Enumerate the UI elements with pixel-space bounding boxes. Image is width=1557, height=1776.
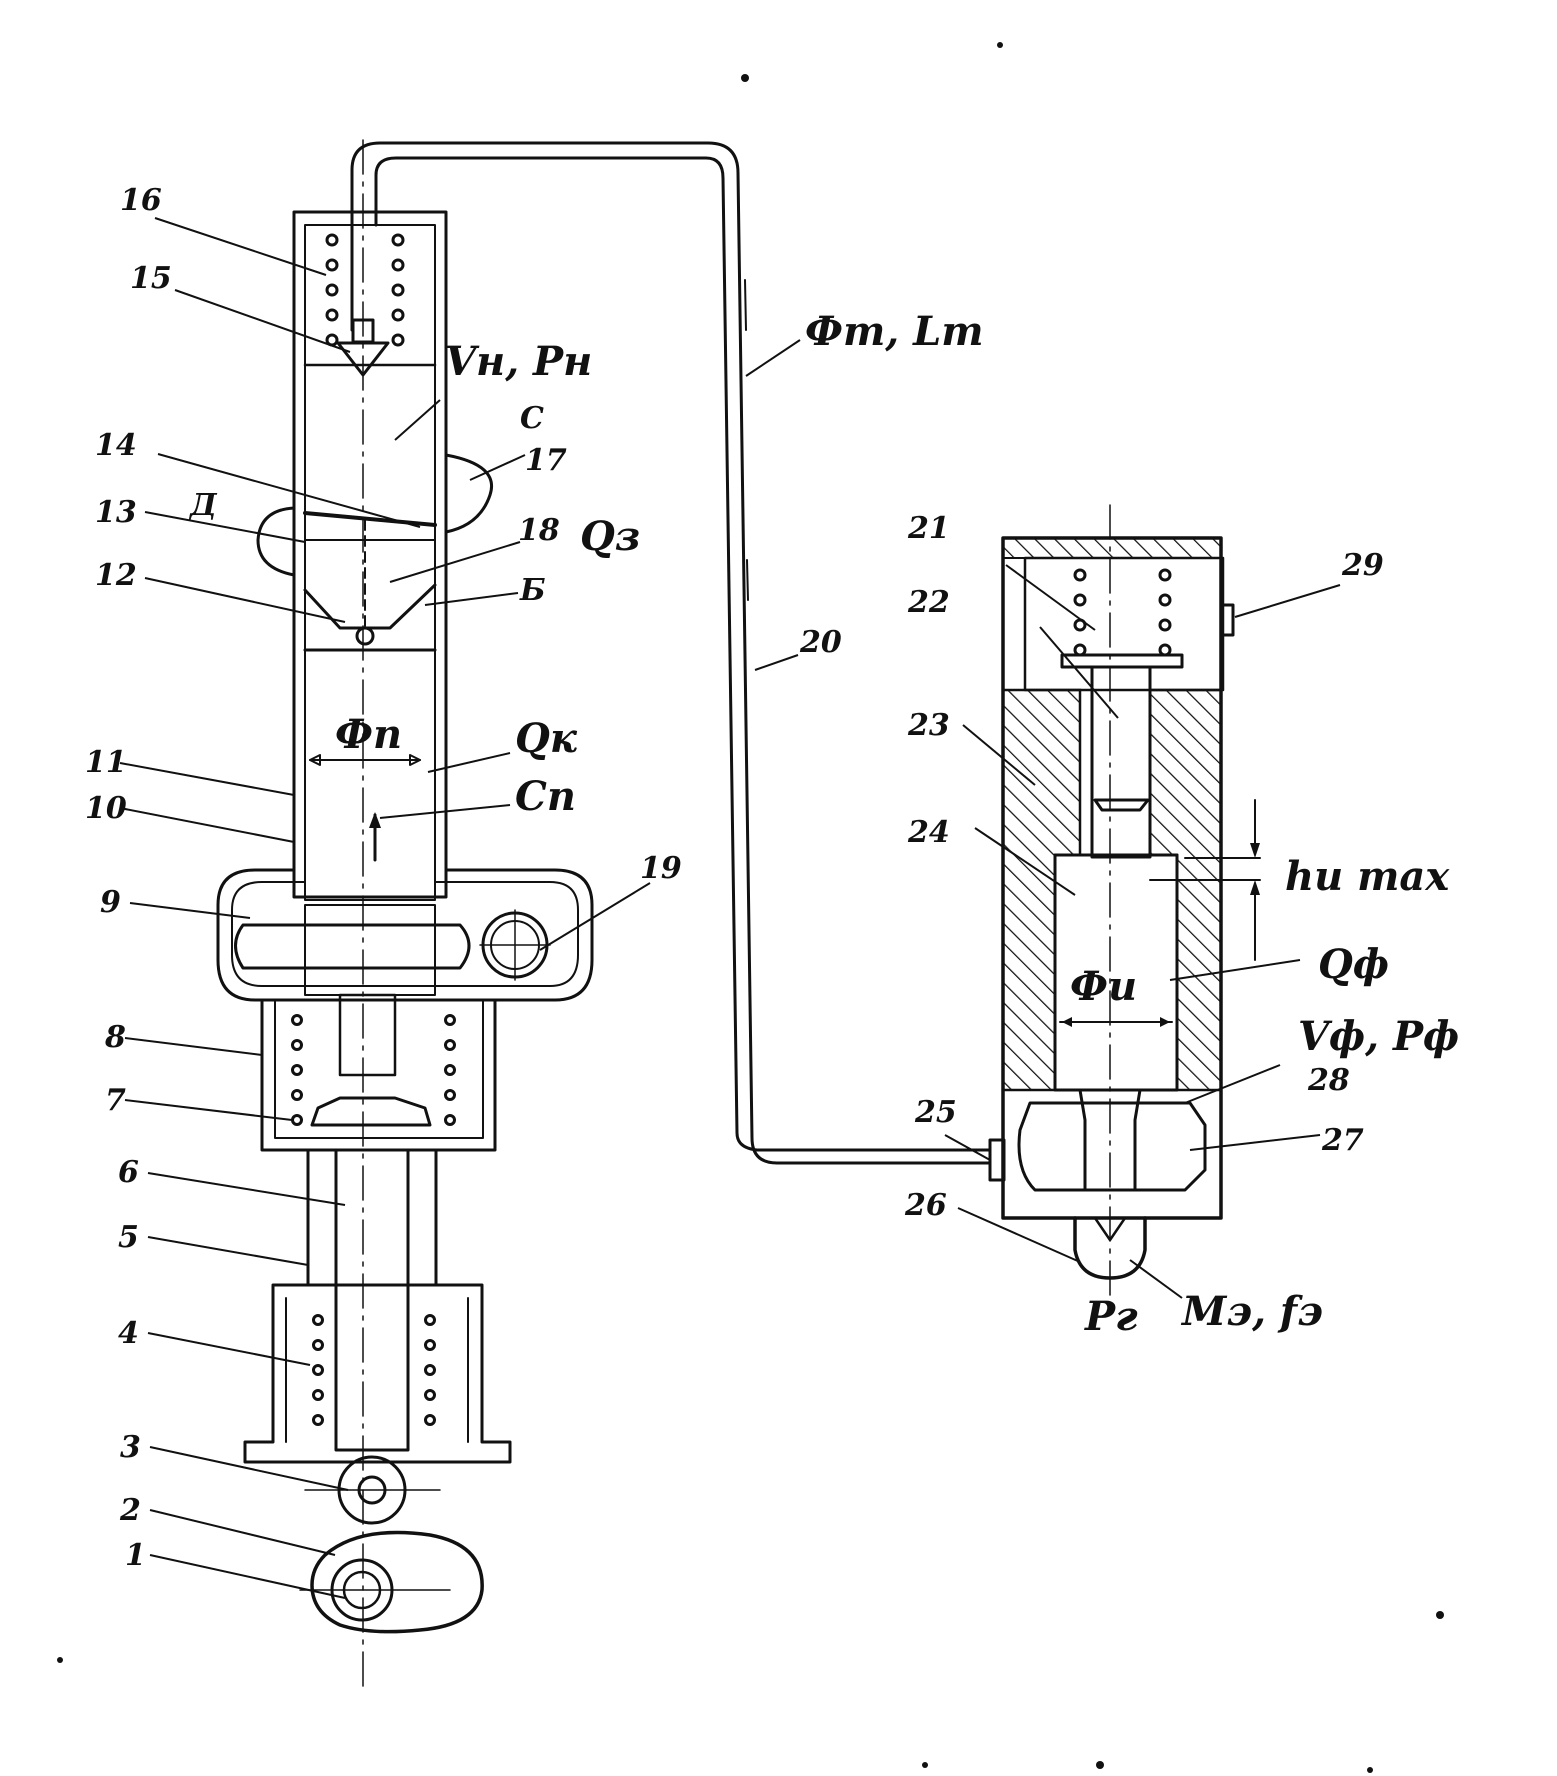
label-c-p: Сп bbox=[515, 773, 576, 820]
tappet-rod bbox=[334, 1148, 410, 1452]
label-20: 20 bbox=[799, 625, 842, 660]
label-8: 8 bbox=[104, 1020, 126, 1055]
label-vf-pf: Vф, Рф bbox=[1298, 1013, 1459, 1060]
label-h-u-max: hи max bbox=[1285, 853, 1450, 900]
injector-spring-chamber bbox=[1023, 556, 1225, 692]
leader-lines bbox=[119, 217, 1341, 1599]
injector-assembly bbox=[988, 504, 1261, 1301]
scan-specks bbox=[57, 42, 1444, 1773]
upper-cylinder-inner bbox=[304, 224, 436, 898]
label-15: 15 bbox=[130, 261, 172, 296]
label-9: 9 bbox=[100, 885, 121, 920]
label-p-g: Рг bbox=[1084, 1293, 1138, 1340]
label-b: Б bbox=[519, 573, 546, 608]
plunger-spring bbox=[291, 1014, 456, 1126]
control-rack bbox=[234, 923, 471, 970]
label-18: 18 bbox=[518, 513, 560, 548]
label-5: 5 bbox=[118, 1220, 139, 1255]
label-21: 21 bbox=[907, 511, 950, 546]
label-6: 6 bbox=[118, 1155, 139, 1190]
delivery-valve bbox=[303, 318, 437, 377]
label-14: 14 bbox=[95, 428, 137, 463]
label-19: 19 bbox=[640, 851, 682, 886]
tappet-spring bbox=[312, 1314, 436, 1426]
label-q-k: Qк bbox=[515, 715, 578, 762]
spring-plate bbox=[310, 1096, 432, 1127]
regulating-edge bbox=[303, 511, 437, 527]
label-mu-f: Мэ, fэ bbox=[1180, 1288, 1323, 1335]
injector-rod bbox=[1090, 665, 1152, 859]
high-pressure-pipe-inner bbox=[374, 156, 992, 1152]
tappet-guide bbox=[306, 1148, 438, 1287]
label-28: 28 bbox=[1307, 1063, 1350, 1098]
label-25: 25 bbox=[914, 1095, 957, 1130]
label-4: 4 bbox=[118, 1316, 139, 1351]
top-spring bbox=[325, 233, 405, 347]
label-23: 23 bbox=[907, 708, 950, 743]
plunger-body bbox=[304, 649, 436, 901]
label-3: 3 bbox=[120, 1430, 141, 1465]
tappet-housing bbox=[243, 1283, 512, 1464]
label-10: 10 bbox=[85, 791, 127, 826]
plunger-helix bbox=[303, 583, 437, 630]
label-fi-t-l-t: Фт, Lт bbox=[805, 308, 984, 355]
label-22: 22 bbox=[907, 585, 950, 620]
label-17: 17 bbox=[525, 443, 567, 478]
label-13: 13 bbox=[95, 495, 137, 530]
label-1: 1 bbox=[125, 1538, 146, 1573]
injector-needle bbox=[1053, 853, 1179, 1092]
label-16: 16 bbox=[120, 183, 162, 218]
label-29: 29 bbox=[1341, 548, 1384, 583]
upper-cylinder-outer bbox=[292, 210, 448, 899]
label-q-f: Qф bbox=[1318, 941, 1389, 988]
label-d: Д bbox=[188, 488, 218, 523]
label-fi-u: Фи bbox=[1070, 963, 1137, 1010]
injector-spring bbox=[1073, 568, 1172, 657]
label-11: 11 bbox=[85, 745, 127, 780]
label-fi-p: Фп bbox=[335, 711, 402, 758]
cam bbox=[310, 1530, 484, 1634]
bulge-d bbox=[256, 506, 296, 577]
label-2: 2 bbox=[119, 1493, 141, 1528]
label-7: 7 bbox=[105, 1083, 126, 1118]
label-vn-pn: Vн, Рн bbox=[445, 338, 592, 385]
label-24: 24 bbox=[907, 815, 950, 850]
pump-assembly bbox=[216, 139, 992, 1689]
label-26: 26 bbox=[904, 1188, 947, 1223]
leak-off-fitting bbox=[1219, 603, 1235, 637]
labels: 16 15 14 13 12 11 10 9 8 7 6 5 4 3 2 1 V… bbox=[85, 183, 1459, 1573]
label-27: 27 bbox=[1321, 1123, 1364, 1158]
pressure-chamber bbox=[1017, 1101, 1207, 1192]
label-q-z: Qз bbox=[580, 513, 640, 560]
label-12: 12 bbox=[95, 558, 137, 593]
pump-housing bbox=[216, 868, 594, 1002]
label-c: С bbox=[520, 401, 544, 436]
bulge-c bbox=[444, 453, 493, 534]
high-pressure-pipe-outer bbox=[350, 141, 992, 1165]
